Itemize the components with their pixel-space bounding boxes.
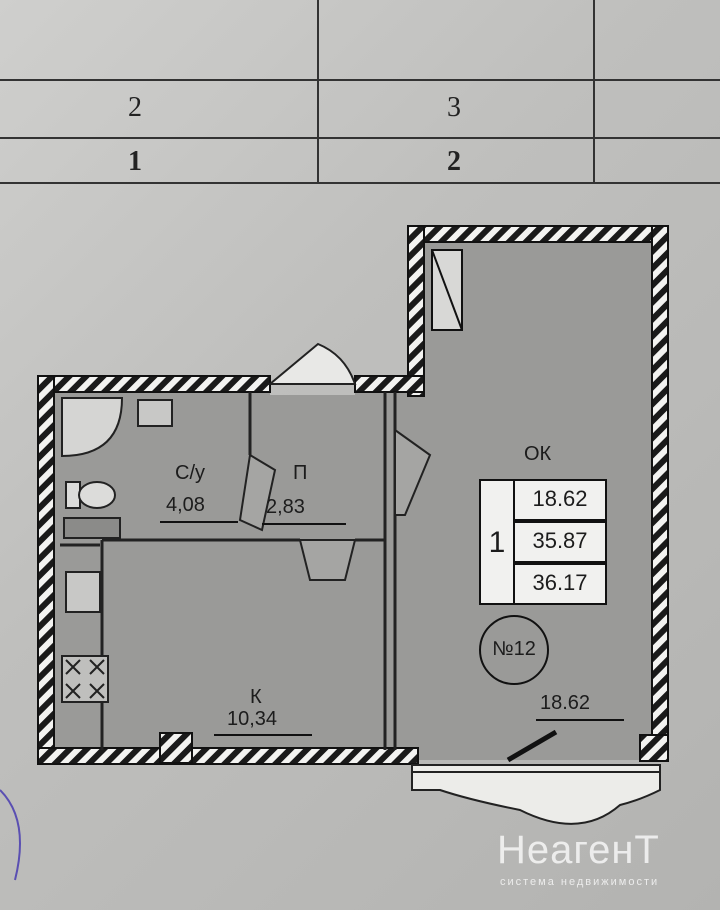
total-area-value: 35.87 bbox=[532, 528, 588, 553]
kitchen-stove bbox=[61, 655, 109, 703]
hallway-area: 2,83 bbox=[266, 496, 305, 518]
summary-box-frame bbox=[479, 479, 607, 605]
table-cell-r2c1: 1 bbox=[128, 146, 142, 177]
kitchen-name: К bbox=[250, 686, 262, 708]
bath-sink bbox=[137, 399, 173, 427]
apartment-number-circle bbox=[479, 615, 549, 685]
outer-walls bbox=[37, 225, 669, 765]
watermark-brand: НеагенТ bbox=[497, 828, 660, 872]
living-room-area: 18.62 bbox=[540, 692, 591, 714]
area-underlines bbox=[160, 521, 624, 736]
total-with-balcony-value: 36.17 bbox=[532, 570, 588, 595]
bathroom-area: 4,08 bbox=[166, 494, 205, 516]
vent-shaft bbox=[431, 249, 463, 331]
shower-cabin bbox=[61, 397, 124, 458]
living-room-name: ОК bbox=[524, 443, 552, 465]
bathroom-name: С/у bbox=[175, 462, 205, 484]
apartment-number: №12 bbox=[492, 638, 536, 660]
hallway-name: П bbox=[293, 462, 308, 484]
living-area-value: 18.62 bbox=[532, 486, 588, 511]
table-cell-r2c2: 2 bbox=[447, 146, 461, 177]
header-table: 2 3 1 2 bbox=[0, 0, 720, 185]
entrance-door bbox=[267, 342, 357, 385]
kitchen-sink bbox=[65, 571, 101, 613]
apartment-floor bbox=[52, 238, 655, 760]
rooms-count: 1 bbox=[488, 526, 506, 559]
balcony-door bbox=[506, 729, 558, 763]
table-cell-r1c1: 2 bbox=[128, 92, 142, 123]
toilet bbox=[65, 481, 116, 509]
interior-doors bbox=[238, 428, 432, 581]
balcony bbox=[411, 764, 661, 825]
table-cell-r1c2: 3 bbox=[447, 92, 461, 123]
kitchen-area: 10,34 bbox=[227, 708, 278, 730]
watermark-tagline: система недвижимости bbox=[500, 876, 660, 888]
pen-mark bbox=[0, 789, 21, 881]
washing-machine bbox=[63, 517, 121, 539]
table-grid bbox=[0, 0, 720, 184]
